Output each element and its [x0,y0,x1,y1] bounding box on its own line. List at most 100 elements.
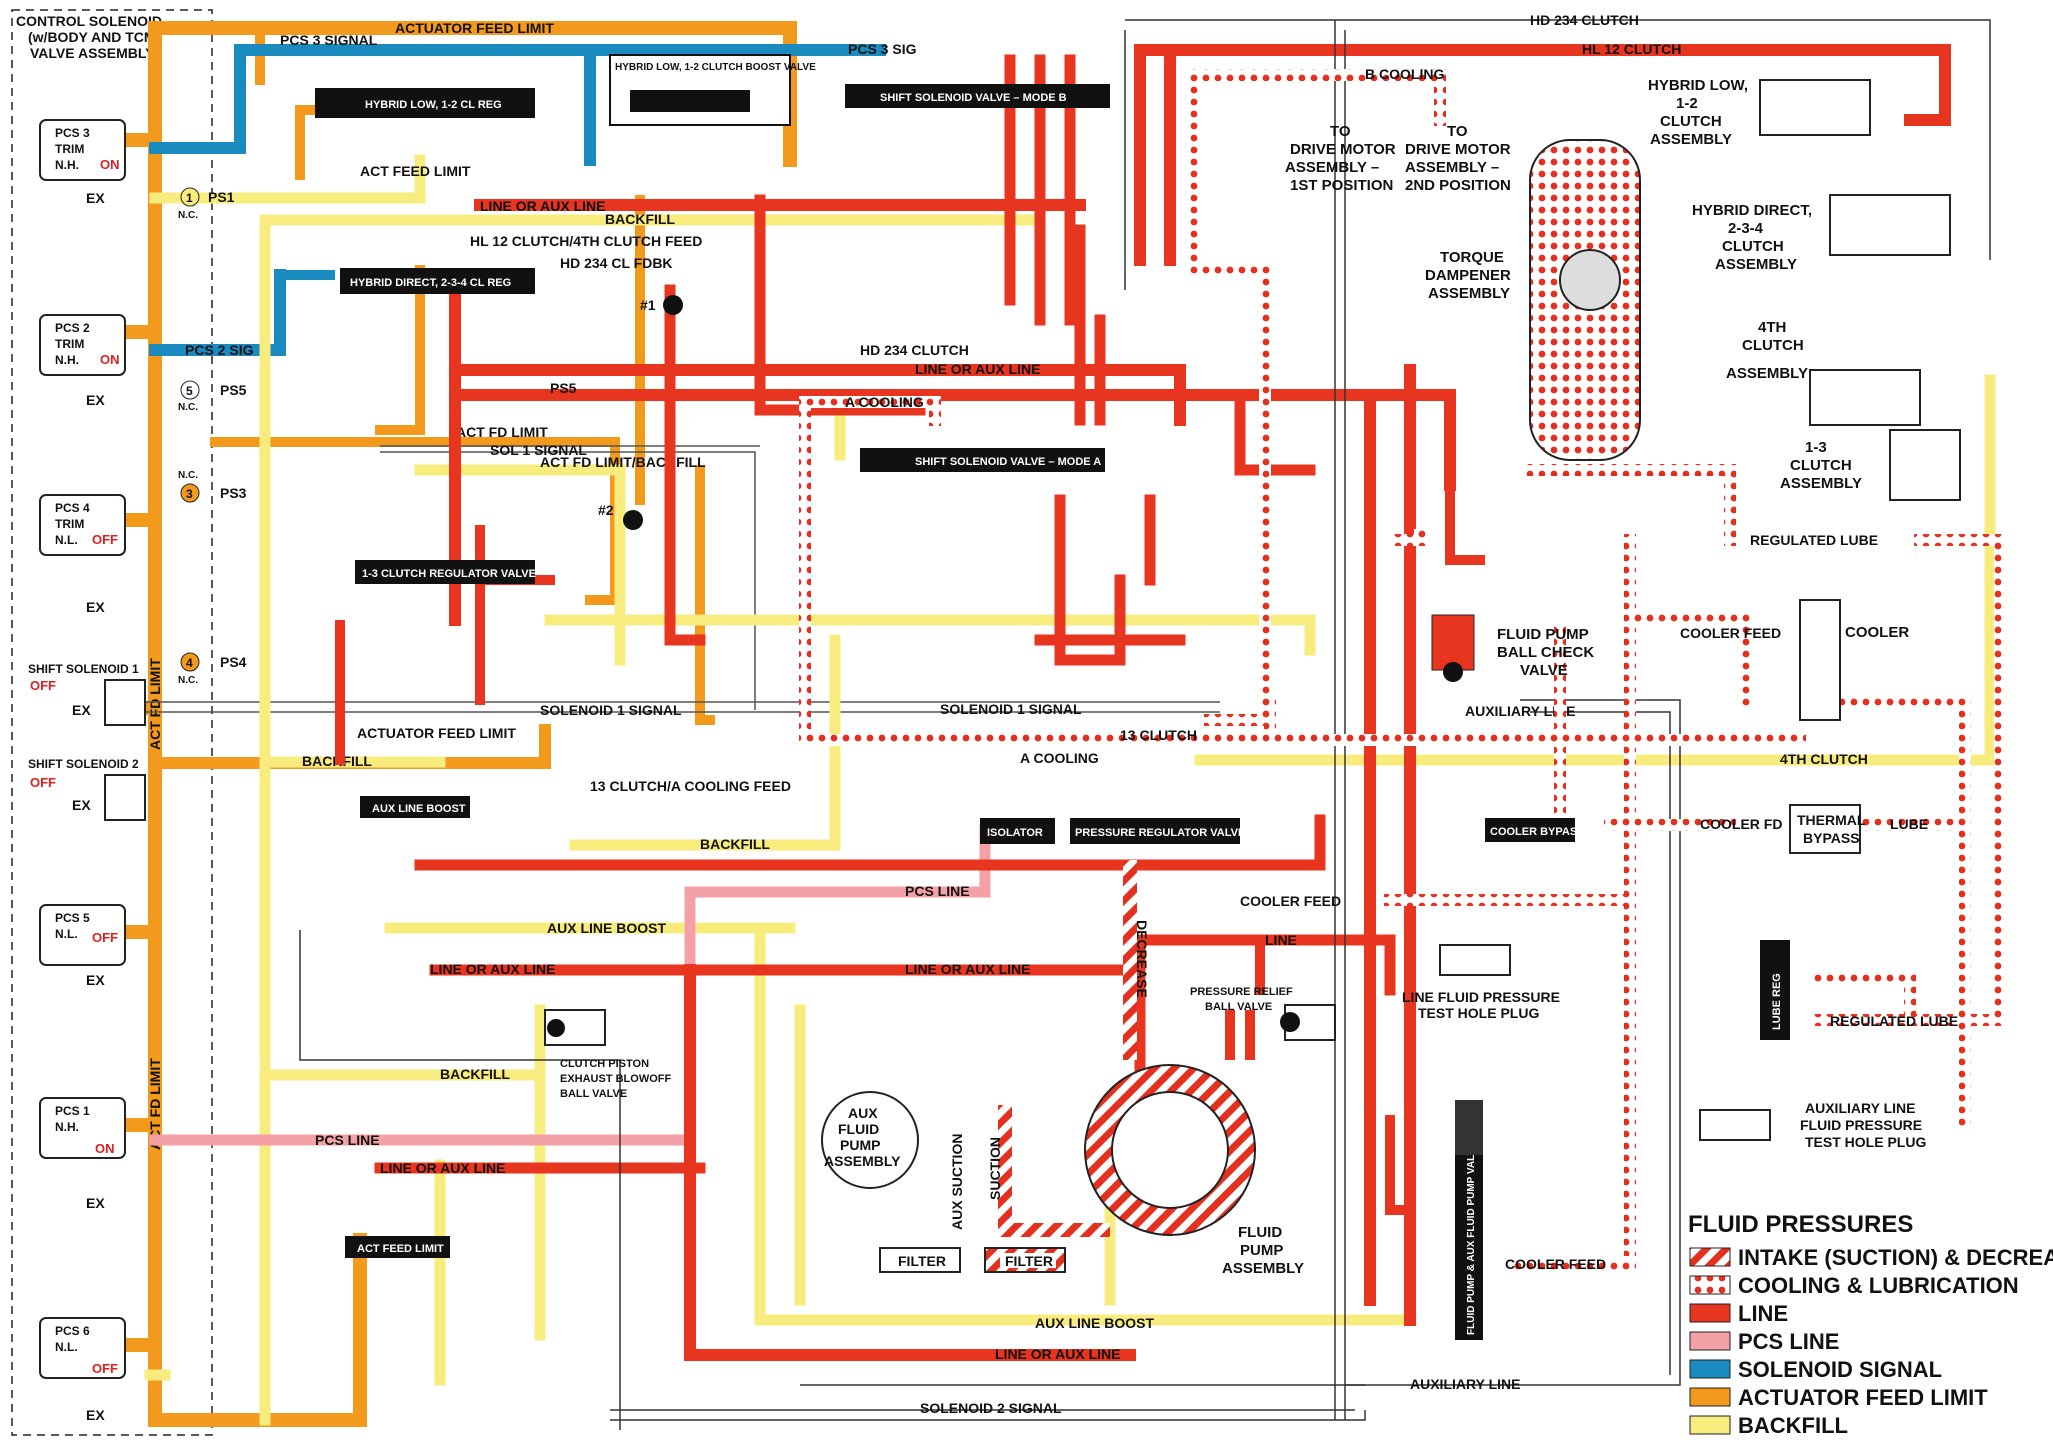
label-aux-line-boost-bottom: AUX LINE BOOST [1035,1315,1154,1331]
svg-text:COOLER: COOLER [1845,624,1909,641]
svg-text:N.H.: N.H. [55,1120,79,1134]
check-ball-1-label: #1 [640,297,656,313]
svg-text:5: 5 [186,384,193,398]
hybrid-direct-clutch-assembly: HYBRID DIRECT, 2-3-4 CLUTCH ASSEMBLY [1692,194,1951,273]
control-assembly-frame [11,9,213,1436]
label-regulated-lube-low: REGULATED LUBE [1830,1013,1958,1029]
label-actuator-feed-limit: ACTUATOR FEED LIMIT [357,725,516,741]
solenoid-pcs1: PCS 1 N.H. ON [39,1097,126,1159]
solenoid-pcs2: PCS 2 TRIM N.H. ON [39,314,126,376]
svg-text:BACKFILL: BACKFILL [1738,1413,1848,1438]
svg-text:OFF: OFF [30,775,56,790]
svg-text:CLUTCH: CLUTCH [1790,457,1852,474]
svg-text:EX: EX [86,599,105,615]
svg-text:1: 1 [186,191,193,205]
control-assembly-title-1: CONTROL SOLENOID [16,13,162,29]
label-aux-line-boost: AUX LINE BOOST [547,920,666,936]
pressure-relief-ball-valve: PRESSURE RELIEF BALL VALVE [1190,986,1336,1041]
svg-text:CLUTCH PISTON: CLUTCH PISTON [560,1058,649,1070]
svg-text:PRESSURE RELIEF: PRESSURE RELIEF [1190,986,1293,998]
svg-text:N.C.: N.C. [178,675,198,686]
clutch-4th-assembly: 4TH CLUTCH ASSEMBLY [1726,319,1921,426]
svg-text:OFF: OFF [92,532,118,547]
svg-text:ON: ON [95,1141,115,1156]
clutch-piston-exhaust: CLUTCH PISTON EXHAUST BLOWOFF BALL VALVE [544,1009,671,1100]
svg-text:2-3-4: 2-3-4 [1728,220,1764,237]
check-ball-2-label: #2 [598,502,614,518]
aux-fluid-pump-assembly: AUX FLUID PUMP ASSEMBLY [821,1091,919,1189]
label-a-cooling: A COOLING [845,394,924,410]
label-13-clutch-cooling: 13 CLUTCH/A COOLING FEED [590,778,791,794]
torque-dampener-assembly: TORQUE DAMPENER ASSEMBLY [1425,139,1641,461]
valve-cooler-bypass: COOLER BYPASS [1485,818,1585,842]
svg-text:HYBRID LOW,: HYBRID LOW, [1648,77,1748,94]
label-ps5: PS5 [220,382,247,398]
label-pcs-line-upper: PCS LINE [905,883,970,899]
svg-text:N.H.: N.H. [55,158,79,172]
svg-text:ASSEMBLY –: ASSEMBLY – [1405,159,1499,176]
fluid-pump-assembly: FLUID PUMP ASSEMBLY [1084,1064,1304,1277]
legend-title: FLUID PRESSURES [1688,1211,1913,1238]
label-b-cooling: B COOLING [1365,66,1444,82]
aux-test-plug: AUXILIARY LINE FLUID PRESSURE TEST HOLE … [1699,1100,1926,1150]
label-13-clutch: 13 CLUTCH [1120,727,1197,743]
svg-text:PCS 4: PCS 4 [55,501,90,515]
solenoid-pcs3: PCS 3 TRIM N.H. ON [39,119,126,181]
svg-text:N.C.: N.C. [178,210,198,221]
svg-text:ASSEMBLY: ASSEMBLY [1222,1260,1304,1277]
label-cooler-feed-mid: COOLER FEED [1240,893,1341,909]
valve-hybrid-direct-reg: HYBRID DIRECT, 2-3-4 CL REG [340,268,535,294]
svg-text:COOLING & LUBRICATION: COOLING & LUBRICATION [1738,1273,2019,1298]
valve-act-feed-limit: ACT FEED LIMIT [345,1236,450,1258]
svg-text:1-2: 1-2 [1676,95,1698,112]
svg-text:EX: EX [86,1407,105,1423]
filter-main: FILTER [984,1247,1066,1273]
svg-text:PCS LINE: PCS LINE [1738,1329,1839,1354]
valve-shift-mode-b: SHIFT SOLENOID VALVE – MODE B [845,84,1110,108]
svg-text:EX: EX [72,797,91,813]
svg-text:ASSEMBLY: ASSEMBLY [1428,285,1510,302]
label-suction: SUCTION [987,1137,1003,1200]
svg-text:1ST POSITION: 1ST POSITION [1290,177,1393,194]
svg-text:ON: ON [100,352,120,367]
clutch-13-assembly: 1-3 CLUTCH ASSEMBLY [1780,429,1961,501]
label-act-feed-limit: ACT FEED LIMIT [360,163,471,179]
label-act-fd-limit-lower: ACT FD LIMIT [147,1058,163,1150]
svg-text:TEST HOLE PLUG: TEST HOLE PLUG [1418,1005,1539,1021]
label-4th-clutch-bottom: 4TH CLUTCH [1780,751,1868,767]
label-pcs3-signal: PCS 3 SIGNAL [280,32,378,48]
svg-text:EXHAUST BLOWOFF: EXHAUST BLOWOFF [560,1073,671,1085]
svg-text:FILTER: FILTER [1005,1253,1053,1269]
ps-markers: 1 PS1 5 PS5 3 PS3 4 PS4 N.C. N.C. N.C. N… [178,187,247,686]
svg-text:FLUID PRESSURE: FLUID PRESSURE [1800,1117,1922,1133]
backfill-lines [144,154,1996,1426]
svg-text:LINE: LINE [1738,1301,1788,1326]
label-backfill-top: BACKFILL [605,211,675,227]
svg-text:ASSEMBLY –: ASSEMBLY – [1285,159,1379,176]
svg-text:PCS 6: PCS 6 [55,1324,90,1338]
svg-text:PRESSURE REGULATOR VALVE: PRESSURE REGULATOR VALVE [1075,827,1245,839]
svg-text:ISOLATOR: ISOLATOR [987,827,1043,839]
label-regulated-lube: REGULATED LUBE [1750,532,1878,548]
svg-text:FLUID PUMP & AUX FLUID PUMP VA: FLUID PUMP & AUX FLUID PUMP VALVE [1466,1142,1477,1335]
svg-text:CLUTCH: CLUTCH [1722,238,1784,255]
svg-text:PCS 2: PCS 2 [55,321,90,335]
valve-isolator-vertical [1455,1100,1483,1155]
fluid-pump-ball-check: FLUID PUMP BALL CHECK VALVE [1431,614,1594,682]
svg-text:ACT FEED LIMIT: ACT FEED LIMIT [357,1243,444,1255]
solenoid-pcs4: PCS 4 TRIM N.L. OFF [39,494,126,556]
cooler-assembly: COOLER [1799,599,1909,721]
solenoid-signal-lines [149,44,886,356]
svg-text:DRIVE MOTOR: DRIVE MOTOR [1290,141,1396,158]
svg-text:DRIVE MOTOR: DRIVE MOTOR [1405,141,1511,158]
svg-text:ASSEMBLY: ASSEMBLY [1650,131,1732,148]
svg-text:HYBRID LOW, 1-2 CLUTCH BOOST V: HYBRID LOW, 1-2 CLUTCH BOOST VALVE [615,62,816,73]
svg-text:FILTER: FILTER [898,1253,946,1269]
svg-text:CLUTCH: CLUTCH [1742,337,1804,354]
svg-text:OFF: OFF [30,678,56,693]
label-lube: LUBE [1890,816,1928,832]
hybrid-low-clutch-assembly: HYBRID LOW, 1-2 CLUTCH ASSEMBLY [1648,77,1871,148]
solenoid-shift1: SHIFT SOLENOID 1 OFF [28,662,146,726]
